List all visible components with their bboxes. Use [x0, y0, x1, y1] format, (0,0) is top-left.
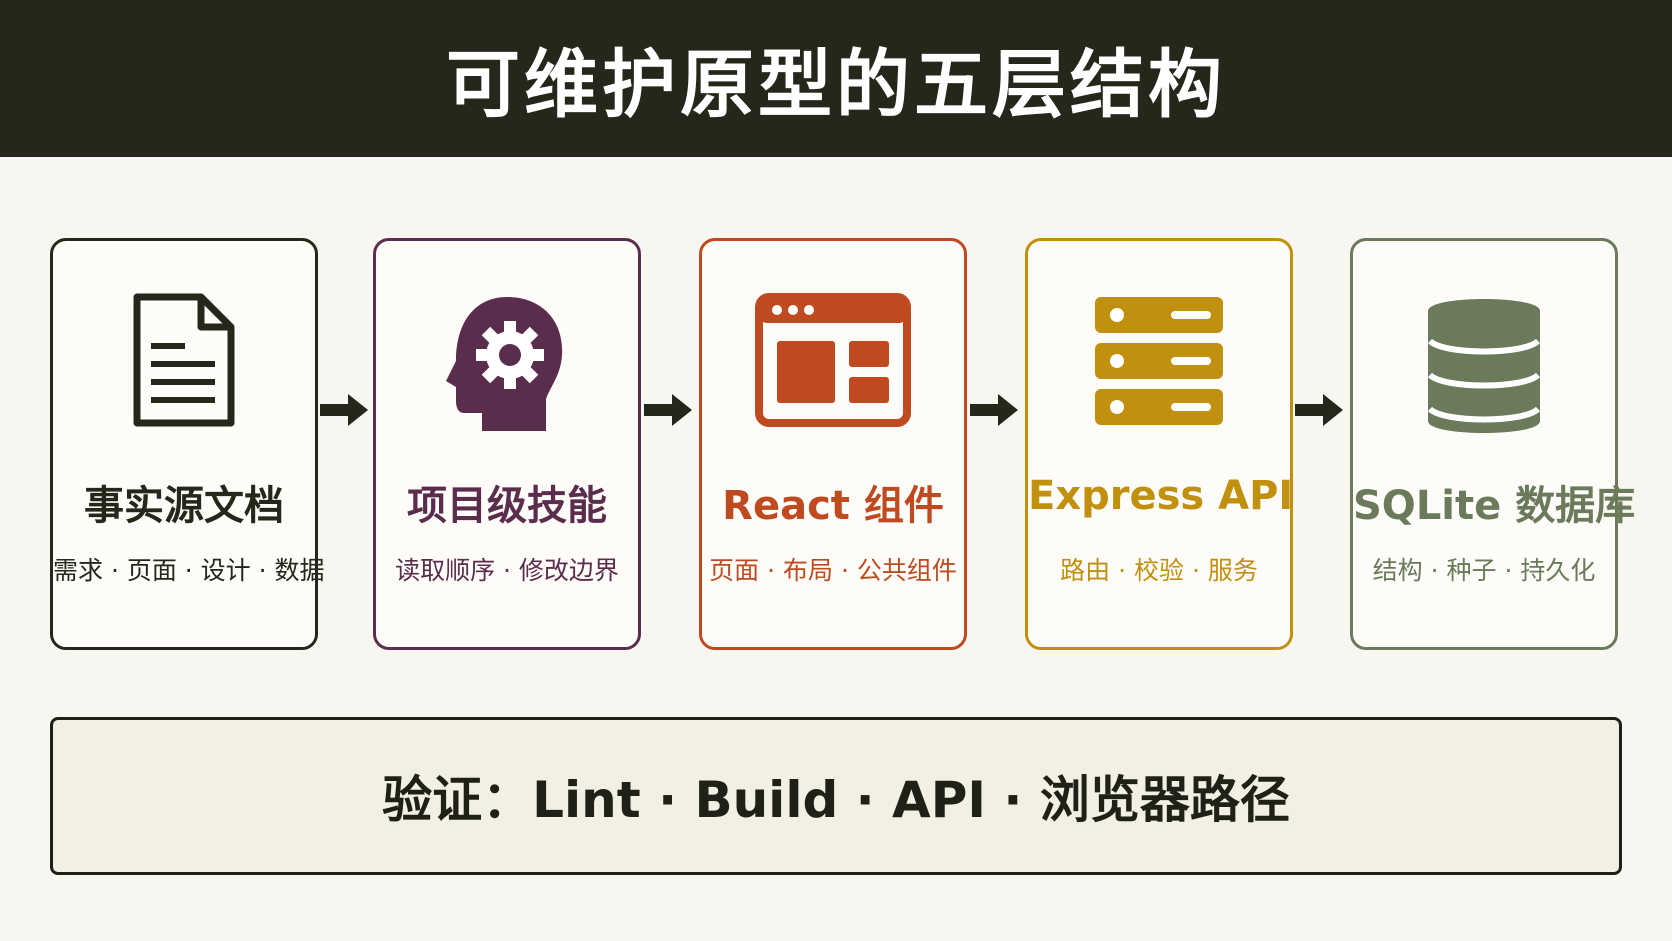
- layer-subtitle: 需求 · 页面 · 设计 · 数据: [53, 556, 325, 585]
- arrow-right-icon: [644, 390, 694, 434]
- server-icon: [1091, 291, 1227, 435]
- document-icon: [129, 291, 239, 435]
- page-title: 可维护原型的五层结构: [446, 42, 1226, 128]
- arrow-right-icon: [1295, 390, 1345, 434]
- layer-subtitle: 读取顺序 · 修改边界: [395, 556, 619, 585]
- layer-title: 项目级技能: [407, 483, 607, 529]
- browser-window-icon: [753, 291, 913, 435]
- layer-card-skills: 项目级技能 读取顺序 · 修改边界: [373, 238, 641, 650]
- layer-subtitle: 路由 · 校验 · 服务: [1060, 556, 1258, 585]
- layer-subtitle: 页面 · 布局 · 公共组件: [709, 556, 957, 585]
- layer-card-docs: 事实源文档 需求 · 页面 · 设计 · 数据: [50, 238, 325, 650]
- layer-title: 事实源文档: [84, 483, 284, 529]
- database-icon: [1424, 291, 1544, 445]
- arrow-right-icon: [320, 390, 370, 434]
- arrow-right-icon: [970, 390, 1020, 434]
- layer-subtitle: 结构 · 种子 · 持久化: [1372, 556, 1596, 585]
- head-gear-icon: [442, 291, 572, 445]
- verification-bar: 验证：Lint · Build · API · 浏览器路径: [50, 717, 1622, 875]
- layer-card-api: Express API 路由 · 校验 · 服务: [1025, 238, 1293, 650]
- verification-text: 验证：Lint · Build · API · 浏览器路径: [382, 771, 1290, 829]
- layer-card-react: React 组件 页面 · 布局 · 公共组件: [699, 238, 967, 650]
- layer-card-db: SQLite 数据库 结构 · 种子 · 持久化: [1350, 238, 1636, 650]
- layer-title: Express API: [1028, 473, 1294, 519]
- layer-title: React 组件: [722, 483, 944, 529]
- layer-title: SQLite 数据库: [1353, 483, 1636, 529]
- title-banner: 可维护原型的五层结构: [0, 0, 1672, 157]
